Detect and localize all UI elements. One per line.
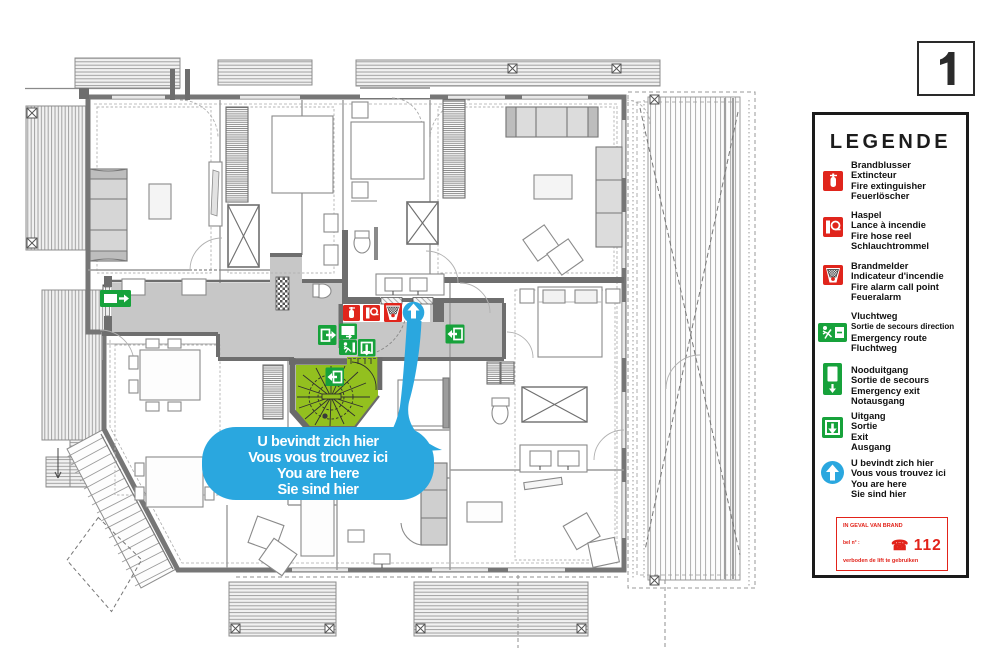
svg-text:You are here: You are here <box>277 466 359 482</box>
svg-text:Sie sind hier: Sie sind hier <box>277 482 359 498</box>
svg-text:U bevindt zich hier: U bevindt zich hier <box>257 434 379 450</box>
svg-text:Vous vous trouvez ici: Vous vous trouvez ici <box>248 450 388 466</box>
